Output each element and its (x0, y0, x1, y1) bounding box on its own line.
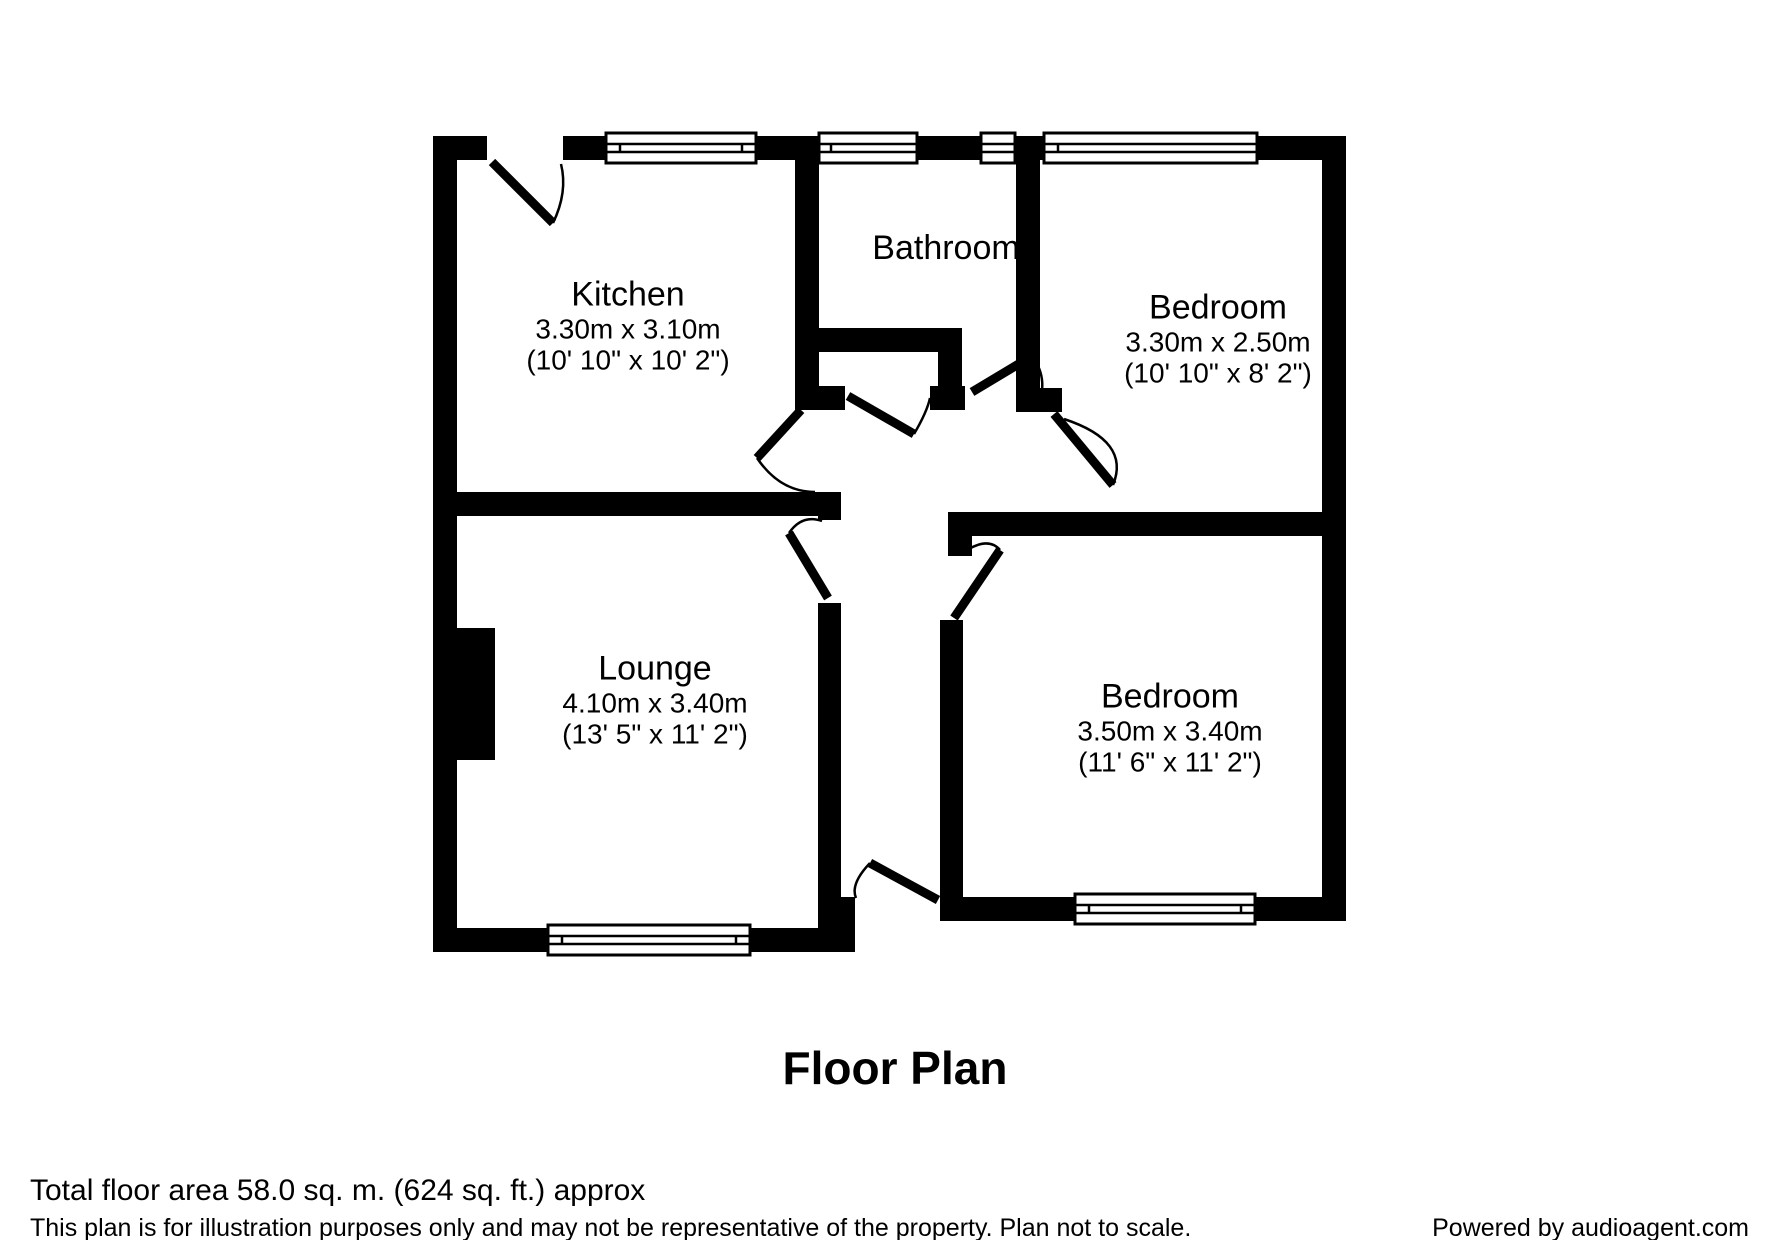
kitchen-imperial: (10' 10" x 10' 2") (526, 345, 730, 377)
wall-right (1322, 136, 1346, 921)
wall-nook-jamb-right (930, 386, 965, 410)
bathroom-name: Bathroom (872, 228, 1020, 267)
wall-bathroom-bedroom-jamb (1016, 388, 1062, 412)
small-window (979, 131, 1017, 165)
outer-walls (433, 136, 1346, 952)
wall-hall-left (818, 603, 841, 952)
bathroom-nook-door (845, 392, 932, 438)
front-door (853, 859, 941, 904)
wall-kitchen-bathroom (795, 160, 819, 410)
lounge-label: Lounge 4.10m x 3.40m (13' 5" x 11' 2") (562, 650, 748, 751)
wall-bottom-right-segment-2 (1255, 897, 1346, 921)
kitchen-label: Kitchen 3.30m x 3.10m (10' 10" x 10' 2") (526, 276, 729, 377)
chimney-breast (457, 628, 495, 760)
bedroom1-metric: 3.30m x 2.50m (1125, 326, 1311, 358)
wall-bottom-right-segment-1 (940, 897, 1075, 921)
interior-walls (457, 160, 1322, 952)
lounge-metric: 4.10m x 3.40m (562, 687, 748, 719)
wall-bedrooms-divider (948, 512, 1322, 536)
bedroom2-metric: 3.50m x 3.40m (1077, 715, 1263, 747)
lounge-name: Lounge (598, 649, 712, 688)
kitchen-external-door (488, 158, 565, 227)
bedroom1-door (1050, 411, 1118, 488)
bedroom2-imperial: (11' 6" x 11' 2") (1078, 747, 1262, 779)
lounge-imperial: (13' 5" x 11' 2") (562, 719, 748, 751)
bedroom2-name: Bedroom (1101, 677, 1239, 716)
powered-by-credit: Powered by audioagent.com (1432, 1214, 1749, 1240)
kitchen-window (604, 131, 758, 165)
bedroom1-window (1042, 131, 1259, 165)
wall-hall-right (940, 620, 963, 897)
lounge-door (785, 517, 832, 601)
kitchen-name: Kitchen (571, 275, 685, 314)
wall-left (433, 136, 457, 952)
wall-top-segment-2 (563, 136, 606, 160)
page-title: Floor Plan (782, 1042, 1008, 1094)
wall-lounge-bottom-left (433, 928, 548, 952)
wall-divider-end-block (818, 492, 841, 520)
wall-kitchen-lounge-divider (457, 492, 818, 516)
total-floor-area-text: Total floor area 58.0 sq. m. (624 sq. ft… (30, 1174, 646, 1207)
bathroom-window (817, 131, 919, 165)
kitchen-hall-door (753, 406, 816, 494)
lounge-window (546, 923, 752, 957)
disclaimer-text: This plan is for illustration purposes o… (30, 1214, 1192, 1240)
wall-bathroom-nook-top (795, 328, 962, 352)
windows (546, 131, 1259, 957)
kitchen-metric: 3.30m x 3.10m (535, 313, 721, 345)
wall-nook-jamb-left (795, 386, 845, 410)
doors (488, 158, 1118, 904)
bathroom-label: Bathroom (872, 229, 1019, 267)
bedroom2-window (1073, 892, 1257, 926)
bedroom2-label: Bedroom 3.50m x 3.40m (11' 6" x 11' 2") (1077, 678, 1262, 779)
bedroom2-door (950, 542, 1004, 621)
bathroom-door (969, 352, 1044, 396)
bedroom1-label: Bedroom 3.30m x 2.50m (10' 10" x 8' 2") (1124, 289, 1312, 390)
wall-top-segment-5 (1015, 136, 1044, 160)
wall-bathroom-bedroom (1016, 160, 1040, 412)
bedroom1-name: Bedroom (1149, 288, 1287, 327)
bedroom1-imperial: (10' 10" x 8' 2") (1124, 358, 1312, 390)
wall-top-segment-3 (756, 136, 819, 160)
wall-top-segment-4 (917, 136, 981, 160)
